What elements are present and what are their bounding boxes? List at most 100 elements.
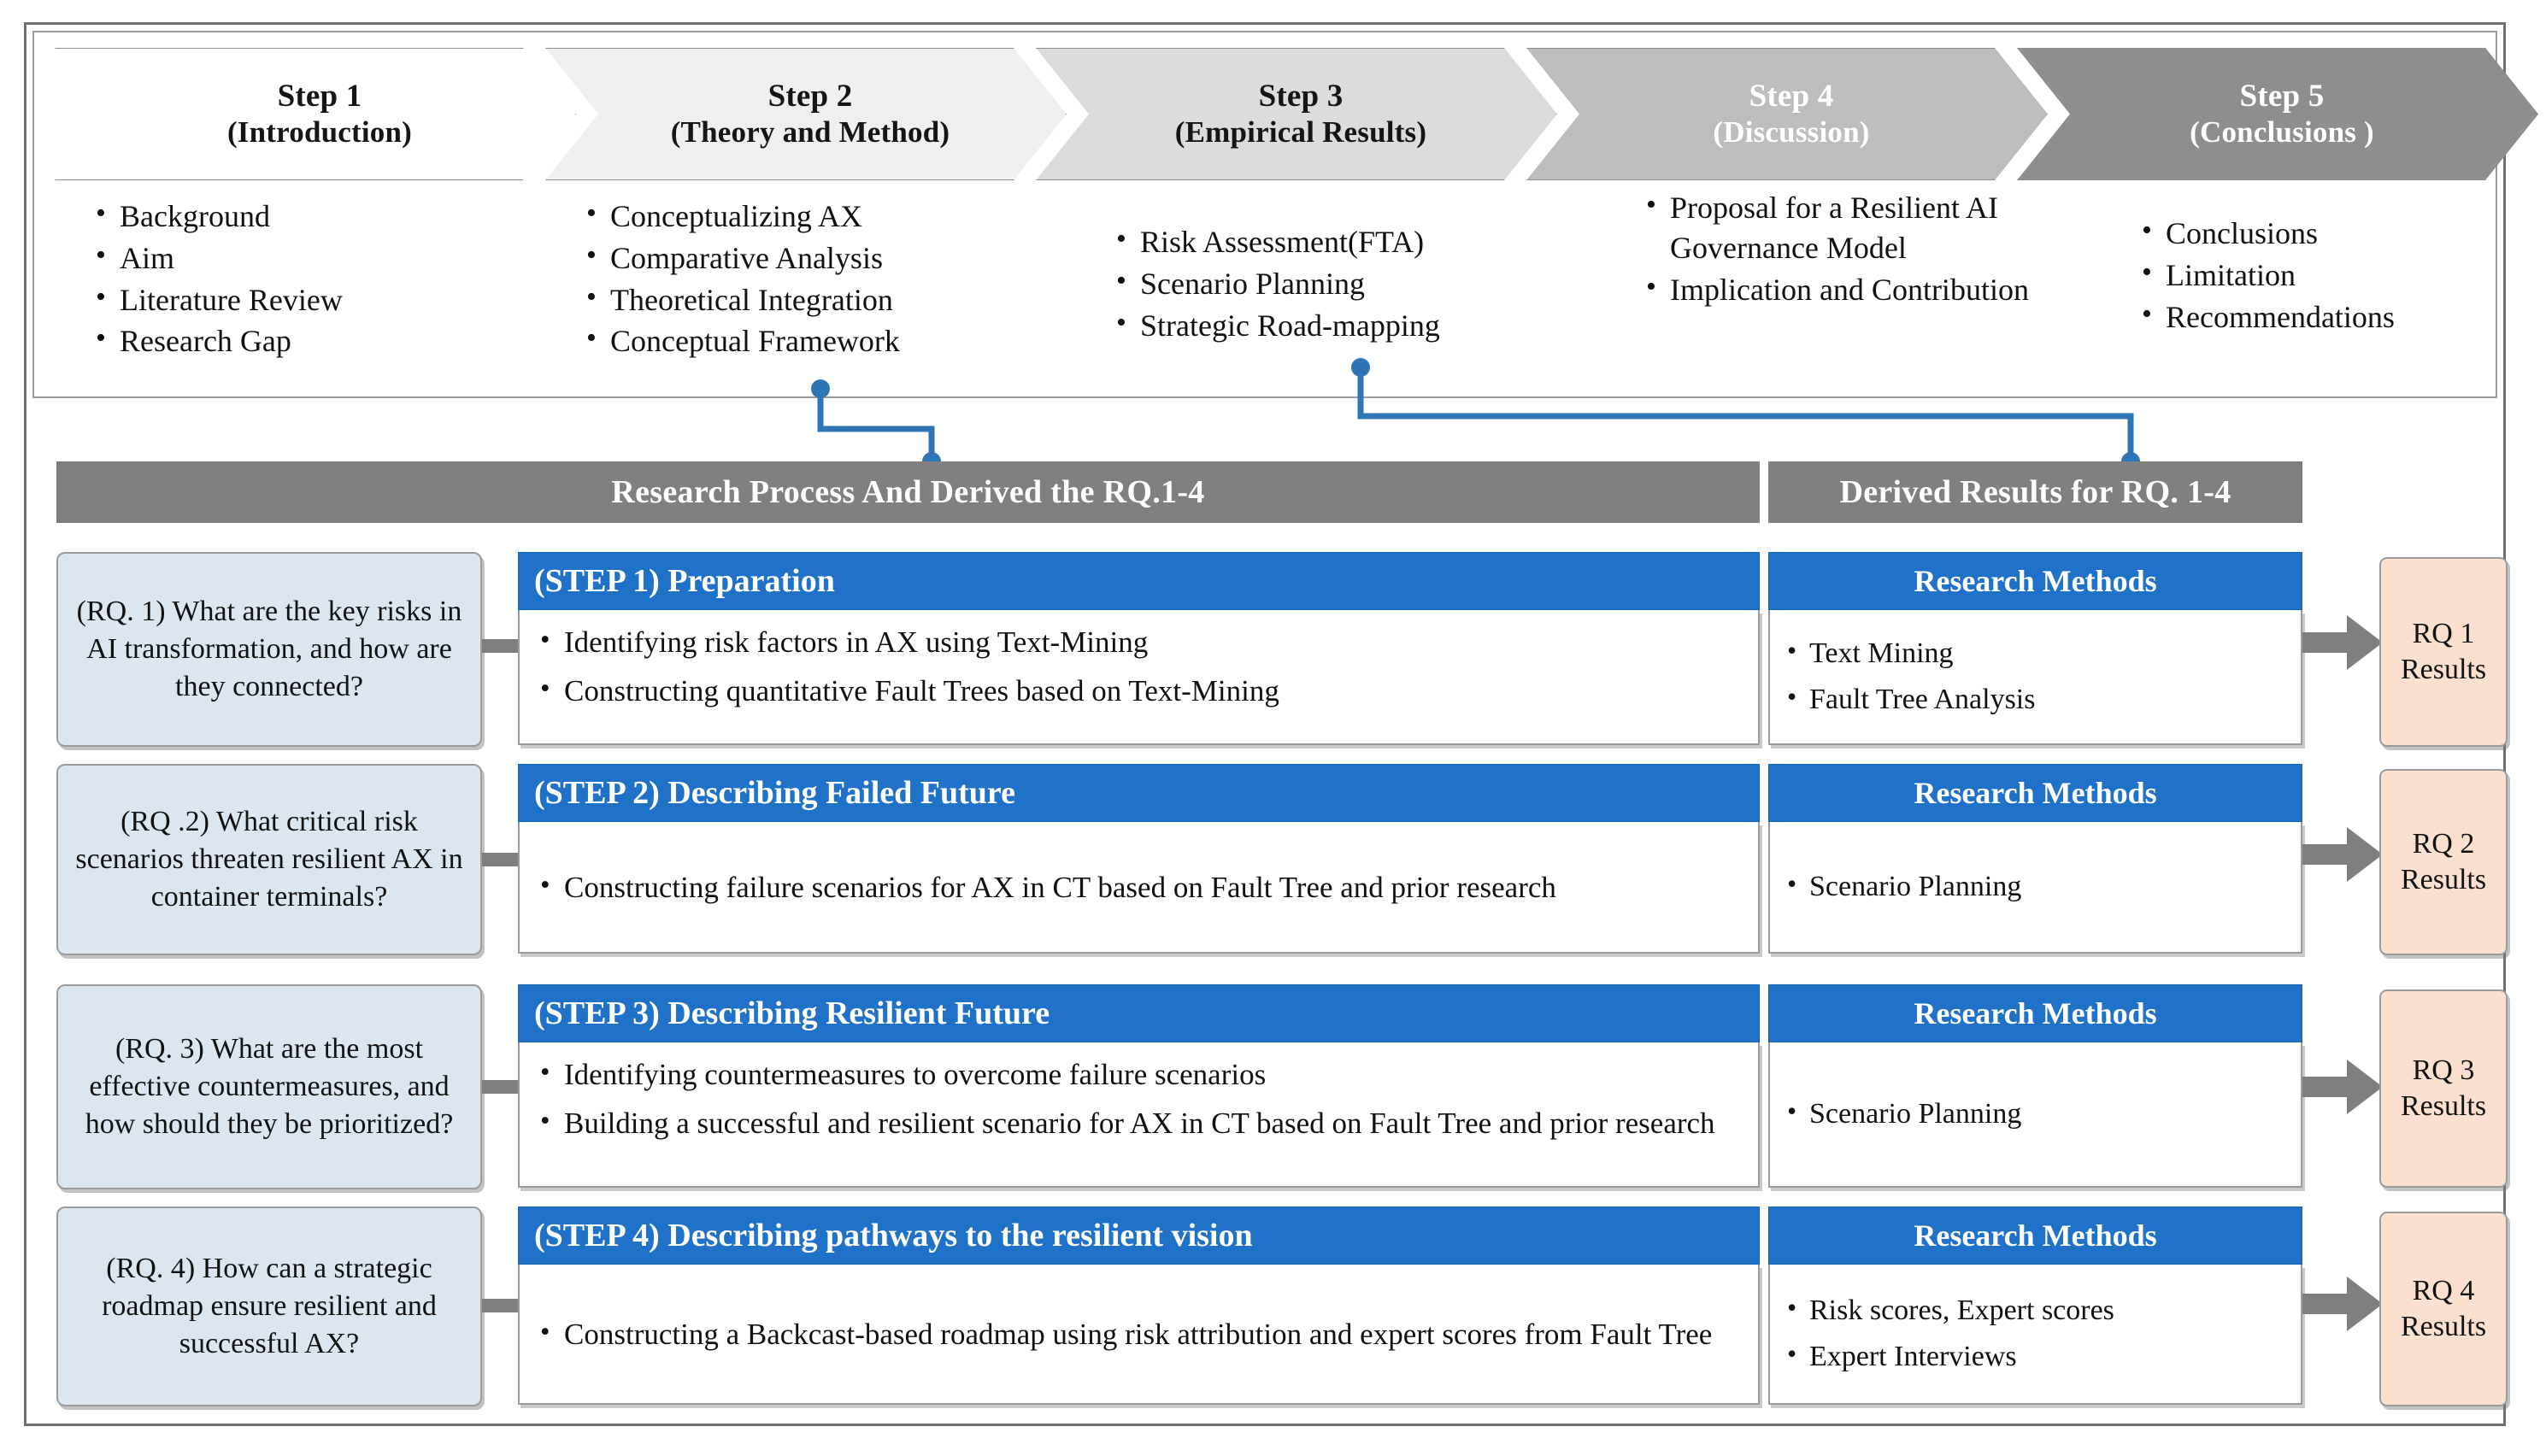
bullet-list: Scenario Planning <box>1785 1094 2285 1133</box>
step-panel-4-body: Constructing a Backcast-based roadmap us… <box>518 1265 1760 1405</box>
step-panel-2: (STEP 2) Describing Failed Future Constr… <box>518 764 1760 954</box>
list-item: Risk Assessment(FTA) <box>1114 220 1610 262</box>
question-box-rq3[interactable]: (RQ. 3) What are the most effective coun… <box>56 984 482 1189</box>
chevron-step-name: (Empirical Results) <box>1174 114 1427 149</box>
chevron-step-name: (Conclusions ) <box>2190 114 2374 149</box>
bullets-step-5: Conclusions Limitation Recommendations <box>2140 212 2546 338</box>
result-box-rq2[interactable]: RQ 2 Results <box>2379 769 2508 955</box>
question-box-rq4[interactable]: (RQ. 4) How can a strategic roadmap ensu… <box>56 1206 482 1406</box>
step-title-text: (STEP 4) Describing pathways to the resi… <box>534 1218 1253 1253</box>
methods-title-text: Research Methods <box>1914 996 2157 1030</box>
result-box-rq3[interactable]: RQ 3 Results <box>2379 989 2508 1188</box>
methods-panel-3-title: Research Methods <box>1768 984 2302 1042</box>
step-title-text: (STEP 2) Describing Failed Future <box>534 775 1015 811</box>
chevron-label: Step 1 (Introduction) <box>181 79 450 150</box>
result-label-line1: RQ 4 <box>2412 1274 2475 1306</box>
chevron-label: Step 5 (Conclusions ) <box>2143 79 2412 150</box>
section-header-left-label: Research Process And Derived the RQ.1-4 <box>611 474 1205 510</box>
step-panel-2-title: (STEP 2) Describing Failed Future <box>518 764 1760 822</box>
section-header-right-label: Derived Results for RQ. 1-4 <box>1839 474 2231 510</box>
methods-panel-1-title: Research Methods <box>1768 552 2302 610</box>
list-item: Conceptual Framework <box>585 320 1072 361</box>
chevron-step-name: (Theory and Method) <box>670 114 950 149</box>
result-label-line1: RQ 2 <box>2412 827 2475 860</box>
question-text: (RQ. 1) What are the key risks in AI tra… <box>76 595 462 703</box>
list-item: Building a successful and resilient scen… <box>538 1103 1739 1143</box>
chevron-label: Step 3 (Empirical Results) <box>1129 79 1464 150</box>
methods-panel-1-body: Text Mining Fault Tree Analysis <box>1768 610 2302 745</box>
chevron-label: Step 2 (Theory and Method) <box>625 79 988 150</box>
chevron-step-name: (Discussion) <box>1713 114 1870 149</box>
chevron-label: Step 4 (Discussion) <box>1667 79 1907 150</box>
arrow-to-rq3-results <box>2302 1060 2383 1114</box>
bullet-list: Identifying countermeasures to overcome … <box>538 1054 1739 1143</box>
list-item: Constructing failure scenarios for AX in… <box>538 867 1556 907</box>
chevron-step-number: Step 2 <box>767 78 853 114</box>
methods-title-text: Research Methods <box>1914 776 2157 810</box>
connector-rq4-to-step4 <box>482 1299 521 1312</box>
arrow-to-rq4-results <box>2302 1277 2383 1331</box>
bullets-step-1: Background Aim Literature Review Researc… <box>94 195 538 363</box>
result-box-rq4[interactable]: RQ 4 Results <box>2379 1212 2508 1406</box>
chevron-step-number: Step 4 <box>1749 78 1834 114</box>
chevron-step-number: Step 5 <box>2239 78 2325 114</box>
question-text: (RQ .2) What critical risk scenarios thr… <box>75 805 463 913</box>
chevron-bullet-columns: Background Aim Literature Review Researc… <box>55 186 2478 385</box>
result-label-line2: Results <box>2400 864 2487 895</box>
bullet-list: Text Mining Fault Tree Analysis <box>1785 633 2285 719</box>
result-label-line2: Results <box>2400 654 2487 685</box>
connector-rq1-to-step1 <box>482 639 521 653</box>
list-item: Identifying risk factors in AX using Tex… <box>538 622 1739 662</box>
step-panel-3-body: Identifying countermeasures to overcome … <box>518 1042 1760 1188</box>
methods-panel-4: Research Methods Risk scores, Expert sco… <box>1768 1206 2302 1405</box>
chevron-step-3[interactable]: Step 3 (Empirical Results) <box>1036 48 1557 180</box>
result-label-line2: Results <box>2400 1311 2487 1342</box>
step-panel-1-body: Identifying risk factors in AX using Tex… <box>518 610 1760 745</box>
list-item: Identifying countermeasures to overcome … <box>538 1054 1739 1095</box>
list-item: Strategic Road-mapping <box>1114 304 1610 346</box>
list-item: Scenario Planning <box>1785 1094 2285 1133</box>
chevron-step-1[interactable]: Step 1 (Introduction) <box>55 48 576 180</box>
list-item: Recommendations <box>2140 296 2546 338</box>
list-item: Text Mining <box>1785 633 2285 672</box>
methods-panel-2: Research Methods Scenario Planning <box>1768 764 2302 954</box>
list-item: Conclusions <box>2140 212 2546 254</box>
list-item: Scenario Planning <box>1114 262 1610 304</box>
list-item: Comparative Analysis <box>585 237 1072 279</box>
connector-rq2-to-step2 <box>482 853 521 866</box>
bullet-list: Conceptualizing AX Comparative Analysis … <box>585 195 1072 361</box>
step-panel-2-body: Constructing failure scenarios for AX in… <box>518 822 1760 954</box>
bullet-list: Risk Assessment(FTA) Scenario Planning S… <box>1114 220 1610 346</box>
list-item: Fault Tree Analysis <box>1785 679 2285 719</box>
step-title-text: (STEP 3) Describing Resilient Future <box>534 995 1050 1031</box>
chevron-step-5[interactable]: Step 5 (Conclusions ) <box>2017 48 2538 180</box>
question-box-rq1[interactable]: (RQ. 1) What are the key risks in AI tra… <box>56 552 482 747</box>
list-item: Constructing a Backcast-based roadmap us… <box>538 1314 1712 1354</box>
bullet-list: Background Aim Literature Review Researc… <box>94 195 538 361</box>
chevron-shape <box>2017 48 2538 180</box>
bullets-step-3: Risk Assessment(FTA) Scenario Planning S… <box>1114 220 1610 347</box>
bullet-list: Constructing a Backcast-based roadmap us… <box>538 1314 1712 1354</box>
list-item: Background <box>94 195 538 237</box>
question-box-rq2[interactable]: (RQ .2) What critical risk scenarios thr… <box>56 764 482 955</box>
methods-panel-2-body: Scenario Planning <box>1768 822 2302 954</box>
methods-title-text: Research Methods <box>1914 1218 2157 1253</box>
step-title-text: (STEP 1) Preparation <box>534 563 835 599</box>
chevron-step-name: (Introduction) <box>226 114 413 149</box>
chevron-shape <box>1526 48 2048 180</box>
step-panel-4-title: (STEP 4) Describing pathways to the resi… <box>518 1206 1760 1265</box>
step-panel-1-title: (STEP 1) Preparation <box>518 552 1760 610</box>
chevron-step-4[interactable]: Step 4 (Discussion) <box>1526 48 2048 180</box>
list-item: Proposal for a Resilient AI Governance M… <box>1644 186 2140 268</box>
chevron-step-number: Step 3 <box>1258 78 1344 114</box>
methods-title-text: Research Methods <box>1914 564 2157 598</box>
chevron-step-2[interactable]: Step 2 (Theory and Method) <box>545 48 1067 180</box>
result-box-rq1[interactable]: RQ 1 Results <box>2379 557 2508 747</box>
list-item: Risk scores, Expert scores <box>1785 1290 2285 1330</box>
chevron-shape <box>1036 48 1557 180</box>
list-item: Scenario Planning <box>1785 866 2285 906</box>
methods-panel-4-title: Research Methods <box>1768 1206 2302 1265</box>
bullets-step-2: Conceptualizing AX Comparative Analysis … <box>585 195 1072 363</box>
chevron-shape <box>55 48 576 180</box>
